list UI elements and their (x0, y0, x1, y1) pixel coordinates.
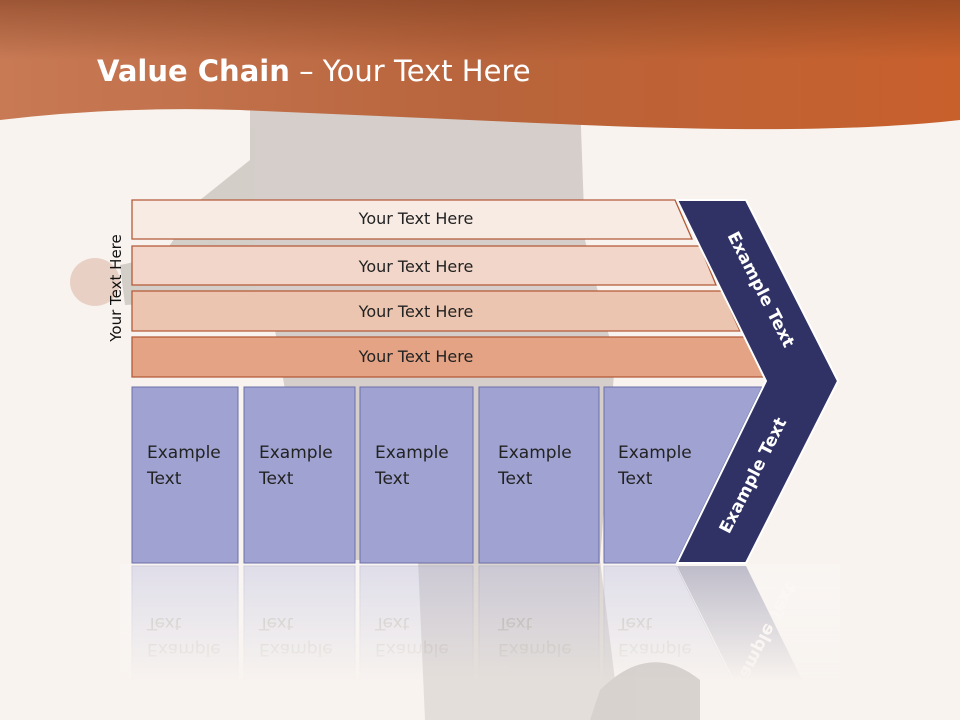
primary-block-3-line1: Example (375, 443, 449, 463)
primary-block-2-line1: Example (259, 443, 333, 463)
support-bar-2-label: Your Text Here (358, 257, 474, 276)
primary-block-1-line2: Text (146, 469, 182, 489)
slide-title-rest: – Your Text Here (289, 54, 531, 88)
support-bar-3-label: Your Text Here (358, 302, 474, 321)
support-activities: Your Text Here Your Text Here Your Text … (131, 199, 766, 378)
primary-block-1-line1: Example (147, 443, 221, 463)
slide-title-bold: Value Chain (97, 54, 290, 88)
primary-block-4 (478, 386, 600, 564)
diagram-reflection: Example Text Example Text Example Text E… (120, 564, 840, 720)
primary-block-4-line2: Text (497, 469, 533, 489)
background-hand-image (70, 258, 120, 306)
primary-activities: Example Text Example Text Example Text E… (131, 386, 763, 564)
support-bar-1-label: Your Text Here (358, 209, 474, 228)
support-bar-2 (131, 245, 717, 286)
support-bar-3 (131, 290, 742, 332)
side-label: Your Text Here (107, 234, 125, 342)
primary-block-1 (131, 386, 239, 564)
primary-block-5-line2: Text (617, 469, 653, 489)
primary-block-3-line2: Text (374, 469, 410, 489)
support-bar-4-label: Your Text Here (358, 347, 474, 366)
header-shade (0, 0, 960, 60)
support-bar-1 (131, 199, 693, 240)
margin-chevron-shape (675, 199, 840, 564)
primary-block-5-line1: Example (618, 443, 692, 463)
primary-block-3 (359, 386, 474, 564)
slide-title: Value Chain – Your Text Here (97, 54, 531, 88)
primary-block-2-line2: Text (258, 469, 294, 489)
primary-block-4-line1: Example (498, 443, 572, 463)
primary-block-2 (243, 386, 356, 564)
